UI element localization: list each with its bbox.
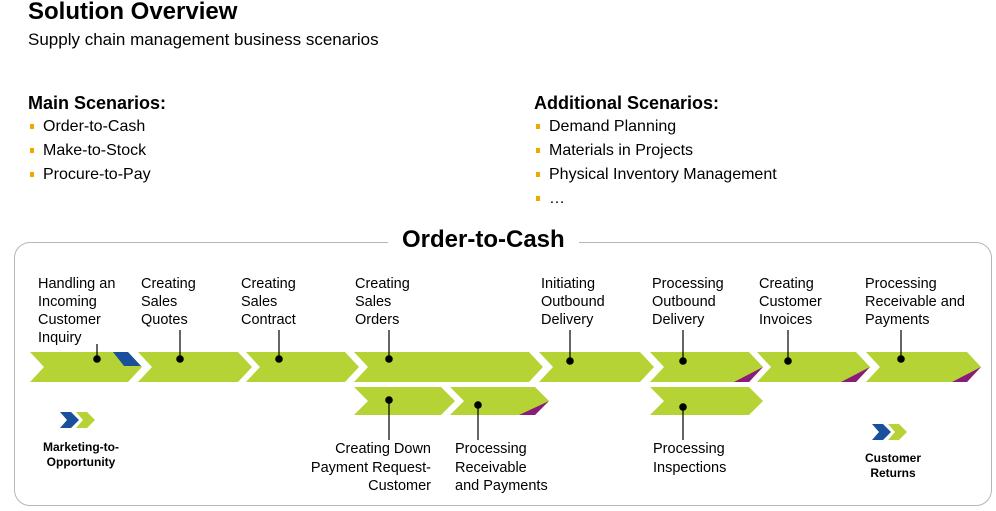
substep-2-accent	[519, 401, 549, 415]
step-label: Handling an Incoming Customer Inquiry	[38, 276, 116, 346]
chevron-substep-2	[450, 387, 549, 415]
connector-lines	[96, 330, 902, 440]
main-scenarios: Main Scenarios: Order-to-Cash Make-to-St…	[28, 93, 166, 187]
additional-scenario-item: …	[534, 187, 777, 211]
substep-label: Creating Down Payment Request- Customer	[310, 441, 431, 494]
substep-label: Processing Inspections	[653, 441, 727, 476]
step-8-accent	[952, 367, 981, 382]
additional-scenarios: Additional Scenarios: Demand Planning Ma…	[534, 93, 777, 211]
page-title: Solution Overview	[28, 0, 238, 25]
step-label: Processing Outbound Delivery	[652, 276, 724, 328]
chevron-step-8	[866, 352, 981, 382]
step-6-accent	[734, 367, 763, 382]
chevron-step-4	[354, 352, 543, 382]
main-scenarios-heading: Main Scenarios:	[28, 93, 167, 113]
step-label: Creating Sales Quotes	[141, 276, 196, 328]
customer-returns-label[interactable]: Customer Returns	[864, 451, 921, 480]
marketing-link-icon[interactable]	[60, 412, 95, 428]
additional-scenario-item: Demand Planning	[534, 115, 777, 139]
step-label: Creating Sales Orders	[355, 276, 410, 328]
connector-dots	[93, 355, 905, 411]
step-label: Creating Sales Contract	[241, 276, 296, 328]
chevron-step-3	[246, 352, 359, 382]
marketing-to-opportunity-label[interactable]: Marketing-to- Opportunity	[43, 440, 119, 469]
main-scenarios-list: Order-to-Cash Make-to-Stock Procure-to-P…	[28, 115, 166, 187]
chevron-step-1	[30, 352, 142, 382]
chevron-step-6	[650, 352, 763, 382]
step-7-accent	[841, 367, 870, 382]
chevron-step-5	[539, 352, 654, 382]
step-label: Initiating Outbound Delivery	[541, 276, 605, 328]
main-scenario-item: Procure-to-Pay	[28, 163, 166, 187]
chevron-substep-1	[354, 387, 455, 415]
customer-returns-link-icon[interactable]	[872, 424, 907, 440]
step-label: Processing Receivable and Payments	[865, 276, 965, 328]
main-scenario-item: Make-to-Stock	[28, 139, 166, 163]
additional-scenarios-list: Demand Planning Materials in Projects Ph…	[534, 115, 777, 211]
chevron-substep-3	[650, 387, 763, 415]
step-label: Creating Customer Invoices	[759, 276, 822, 328]
substep-label: Processing Receivable and Payments	[455, 441, 548, 494]
step-1-accent	[113, 352, 141, 366]
process-title: Order-to-Cash	[388, 226, 579, 254]
main-scenario-item: Order-to-Cash	[28, 115, 166, 139]
additional-scenario-item: Physical Inventory Management	[534, 163, 777, 187]
chevron-step-2	[138, 352, 252, 382]
page-subtitle: Supply chain management business scenari…	[28, 30, 379, 49]
additional-scenarios-heading: Additional Scenarios:	[534, 93, 720, 113]
additional-scenario-item: Materials in Projects	[534, 139, 777, 163]
